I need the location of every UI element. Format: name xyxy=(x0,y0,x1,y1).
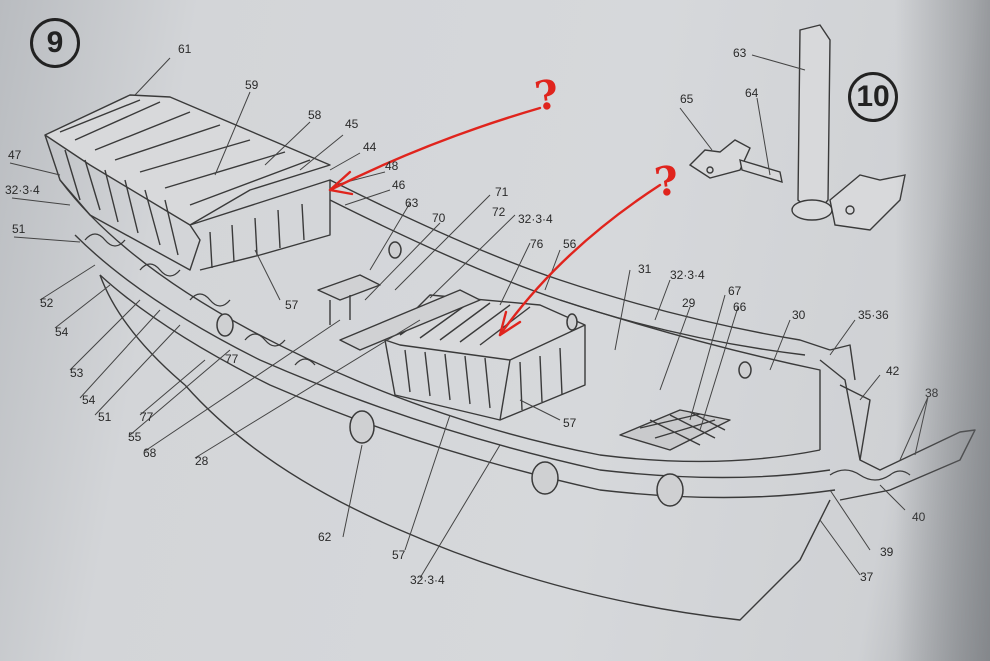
stern-cabin-wall xyxy=(44,134,201,271)
red-arrow-1 xyxy=(328,106,542,192)
label-32-3-4-bottom: 32·3·4 xyxy=(410,573,445,587)
label-32-3-4-mid: 32·3·4 xyxy=(518,212,553,226)
label-52: 52 xyxy=(40,296,54,310)
label-63-mid: 63 xyxy=(405,196,419,210)
label-37: 37 xyxy=(860,570,874,584)
label-70: 70 xyxy=(432,211,446,225)
label-47: 47 xyxy=(8,148,22,162)
hull-bottom xyxy=(184,384,831,621)
hull-lower-wale xyxy=(99,274,836,499)
porthole xyxy=(656,473,684,507)
porthole xyxy=(738,361,752,379)
part-65-bracket xyxy=(688,139,751,179)
label-38: 38 xyxy=(925,386,939,400)
label-54-b: 54 xyxy=(82,393,96,407)
part-bracket-large xyxy=(829,174,906,231)
hatch-grating xyxy=(619,409,731,451)
label-55: 55 xyxy=(128,430,142,444)
label-57-mid: 57 xyxy=(563,416,577,430)
part-63-stanchion xyxy=(797,24,831,216)
hull-upper-rail xyxy=(59,179,821,463)
step-10-badge: 10 xyxy=(848,72,898,122)
bitts xyxy=(339,289,481,351)
label-45: 45 xyxy=(345,117,359,131)
label-42: 42 xyxy=(886,364,900,378)
label-39: 39 xyxy=(880,545,894,559)
label-77-a: 77 xyxy=(225,352,239,366)
label-46: 46 xyxy=(392,178,406,192)
label-71: 71 xyxy=(495,185,509,199)
label-44: 44 xyxy=(363,140,377,154)
porthole xyxy=(531,461,559,495)
label-51-top: 51 xyxy=(12,222,26,236)
label-72: 72 xyxy=(492,205,506,219)
label-58: 58 xyxy=(308,108,322,122)
label-32-3-4-right: 32·3·4 xyxy=(670,268,705,282)
porthole xyxy=(216,313,234,337)
label-28: 28 xyxy=(195,454,209,468)
label-57-bottom: 57 xyxy=(392,548,406,562)
label-65: 65 xyxy=(680,92,694,106)
label-29: 29 xyxy=(682,296,696,310)
label-61: 61 xyxy=(178,42,192,56)
label-64: 64 xyxy=(745,86,759,100)
deck-rail xyxy=(329,179,831,351)
label-62: 62 xyxy=(318,530,332,544)
porthole xyxy=(388,241,402,259)
capstan xyxy=(317,274,381,325)
label-56: 56 xyxy=(563,237,577,251)
label-63-top: 63 xyxy=(733,46,747,60)
stern-roof xyxy=(44,94,331,226)
label-48: 48 xyxy=(385,159,399,173)
label-77-b: 77 xyxy=(140,410,154,424)
hull-middle-wale xyxy=(74,234,831,479)
label-54-a: 54 xyxy=(55,325,69,339)
label-76: 76 xyxy=(530,237,544,251)
red-arrow-2 xyxy=(498,183,662,337)
label-30: 30 xyxy=(792,308,806,322)
label-57-left: 57 xyxy=(285,298,299,312)
label-59: 59 xyxy=(245,78,259,92)
label-31: 31 xyxy=(638,262,652,276)
label-67: 67 xyxy=(728,284,742,298)
label-35-36: 35·36 xyxy=(858,308,889,322)
porthole xyxy=(566,313,578,331)
label-32-3-4-left: 32·3·4 xyxy=(5,183,40,197)
label-51-bottom: 51 xyxy=(98,410,112,424)
step-9-badge: 9 xyxy=(30,18,80,68)
bow xyxy=(819,359,976,501)
part-64-pin xyxy=(739,158,783,184)
scroll-decoration xyxy=(84,233,316,366)
label-53: 53 xyxy=(70,366,84,380)
label-68: 68 xyxy=(143,446,157,460)
porthole xyxy=(349,410,375,444)
label-66: 66 xyxy=(733,300,747,314)
label-40: 40 xyxy=(912,510,926,524)
